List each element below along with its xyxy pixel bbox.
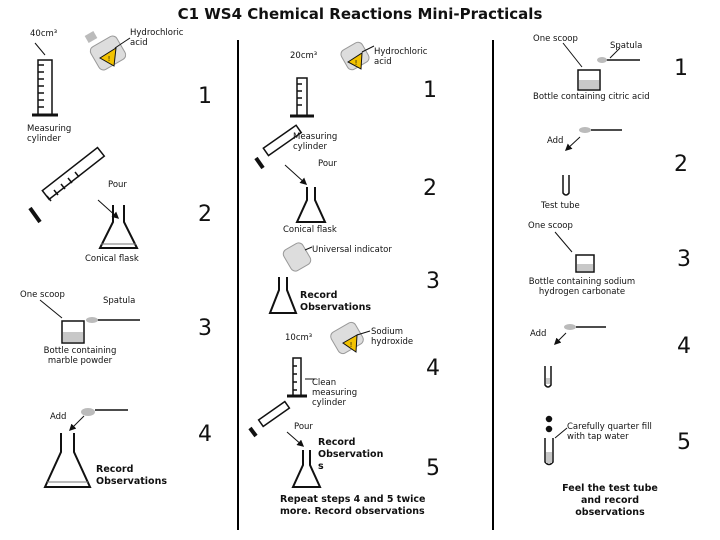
col3-citric-bottle-label: Bottle containing citric acid (533, 92, 650, 102)
conical-flask-2 (43, 433, 92, 488)
col1-acid-label: Hydrochloric acid (130, 28, 184, 48)
svg-text:!: ! (355, 59, 358, 67)
col1-conical-flask-label: Conical flask (85, 254, 139, 264)
bicarb-bottle (575, 254, 595, 273)
citric-bottle (577, 69, 601, 91)
marble-bottle (61, 320, 85, 344)
col1-add-label: Add (50, 412, 67, 422)
test-tube-3 (544, 415, 554, 466)
column-divider-left (237, 40, 239, 530)
powder-scoop-1 (81, 408, 95, 416)
col3-one-scoop-label: One scoop (533, 34, 578, 44)
col3-bicarb-bottle-label: Bottle containing sodium hydrogen carbon… (528, 277, 636, 297)
naoh-bottle: ! (330, 321, 364, 355)
col2-acid-label: Hydrochloric acid (374, 47, 428, 67)
col2-repeat-instruction: Repeat steps 4 and 5 twice more. Record … (280, 494, 426, 517)
col1-pour-label: Pour (108, 180, 127, 190)
col1-step-4: 4 (198, 422, 212, 447)
col2-step-1: 1 (423, 78, 437, 103)
col1-step-1: 1 (198, 84, 212, 109)
pouring-cylinder-2 (254, 124, 303, 170)
powder-scoop-2 (579, 127, 591, 133)
col3-step-1: 1 (674, 56, 688, 81)
col2-clean-cylinder-label: Clean measuring cylinder (312, 378, 358, 408)
svg-text:!: ! (108, 55, 111, 63)
conical-flask-3 (295, 187, 327, 223)
col2-step-5: 5 (426, 456, 440, 481)
col3-quarter-fill-label: Carefully quarter fill with tap water (567, 422, 652, 442)
page-title: C1 WS4 Chemical Reactions Mini-Practical… (177, 5, 543, 23)
measuring-cylinder-1 (32, 59, 58, 117)
pouring-cylinder-1 (28, 146, 106, 224)
col3-test-tube-label: Test tube (541, 201, 580, 211)
col2-step-4: 4 (426, 356, 440, 381)
col2-record-observations-1: Record Observations (300, 290, 372, 313)
col2-pour-label-2: Pour (294, 422, 313, 432)
col2-universal-indicator-label: Universal indicator (312, 245, 392, 255)
col1-one-scoop-label: One scoop (20, 290, 65, 300)
acid-bottle-2: ! (340, 41, 370, 71)
col3-step-4: 4 (677, 334, 691, 359)
col2-record-observations-2: Record Observation s (318, 437, 384, 472)
col1-measuring-cylinder-label: Measuring cylinder (27, 124, 72, 144)
col1-step-3: 3 (198, 316, 212, 341)
column-divider-right (492, 40, 494, 530)
col3-add-label-2: Add (530, 329, 547, 339)
col3-step-3: 3 (677, 247, 691, 272)
powder-scoop-3 (564, 324, 576, 330)
spatula-1 (86, 317, 140, 323)
col2-step-2: 2 (423, 176, 437, 201)
col1-volume-label: 40cm³ (30, 29, 58, 39)
col2-volume-label: 20cm³ (290, 51, 318, 61)
col3-add-label: Add (547, 136, 564, 146)
col2-pour-label: Pour (318, 159, 337, 169)
col2-sodium-hydroxide-label: Sodium hydroxide (371, 327, 414, 347)
indicator-bottle (282, 242, 312, 272)
col1-spatula-label: Spatula (103, 296, 136, 306)
col3-step-5: 5 (677, 430, 691, 455)
col3-step-2: 2 (674, 152, 688, 177)
measuring-cylinder-2 (290, 77, 314, 118)
col2-volume-label-2: 10cm³ (285, 333, 313, 343)
col3-one-scoop-label-2: One scoop (528, 221, 573, 231)
pouring-cylinder-3 (248, 400, 291, 438)
col2-measuring-cylinder-label: Measuring cylinder (293, 132, 338, 152)
svg-text:!: ! (350, 341, 353, 349)
measuring-cylinder-3 (287, 357, 307, 398)
col1-marble-bottle-label: Bottle containing marble powder (43, 346, 117, 366)
conical-flask-1 (98, 205, 139, 249)
col1-step-2: 2 (198, 202, 212, 227)
col3-spatula-label: Spatula (610, 41, 643, 51)
col2-conical-flask-label: Conical flask (283, 225, 337, 235)
test-tube-1 (562, 175, 570, 196)
col2-step-3: 3 (426, 269, 440, 294)
col1-record-observations: Record Observations (96, 464, 168, 487)
conical-flask-4 (268, 277, 298, 314)
col3-feel-instruction: Feel the test tube and record observatio… (562, 483, 658, 518)
acid-bottle-1: ! (84, 31, 127, 71)
test-tube-2 (544, 366, 552, 388)
spatula-2 (597, 57, 640, 63)
conical-flask-5 (291, 450, 322, 488)
